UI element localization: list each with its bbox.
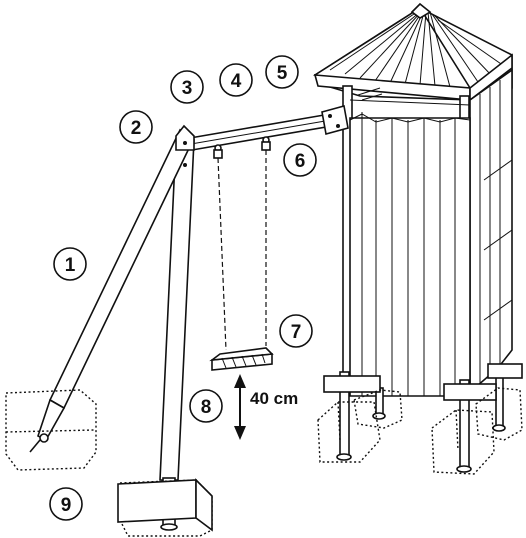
callout-1: 1 [53, 247, 87, 281]
callout-2: 2 [119, 110, 153, 144]
callout-8-label: 8 [201, 397, 212, 418]
tower-side-wall [469, 68, 513, 394]
callout-3-label: 3 [182, 78, 193, 99]
tower-legs [323, 363, 523, 473]
tower-footings [317, 387, 523, 475]
tower-front-wall [349, 87, 471, 397]
ground-clearance-label: 40 cm [250, 389, 298, 408]
callout-1-label: 1 [65, 255, 76, 276]
callout-8: 8 [189, 389, 223, 423]
callout-9: 9 [49, 487, 83, 521]
beam-bracket [321, 104, 349, 136]
swing [209, 136, 274, 371]
callout-9-label: 9 [61, 495, 72, 516]
callout-4: 4 [219, 63, 253, 97]
swing-seat [209, 347, 274, 371]
callout-2-label: 2 [131, 118, 142, 139]
tower [313, 2, 523, 475]
callout-3: 3 [170, 70, 204, 104]
frame-footings [5, 389, 213, 537]
callout-7: 7 [279, 314, 313, 348]
swing-rope-left [217, 157, 227, 351]
callout-5: 5 [265, 55, 299, 89]
callout-5-label: 5 [277, 63, 288, 84]
top-beam [189, 104, 349, 151]
callout-7-label: 7 [291, 322, 302, 343]
callout-6: 6 [283, 143, 317, 177]
a-frame [29, 124, 195, 531]
callout-4-label: 4 [231, 71, 242, 92]
double-arrow-icon [234, 374, 246, 440]
callout-6-label: 6 [295, 151, 306, 172]
tower-roof [313, 2, 513, 102]
